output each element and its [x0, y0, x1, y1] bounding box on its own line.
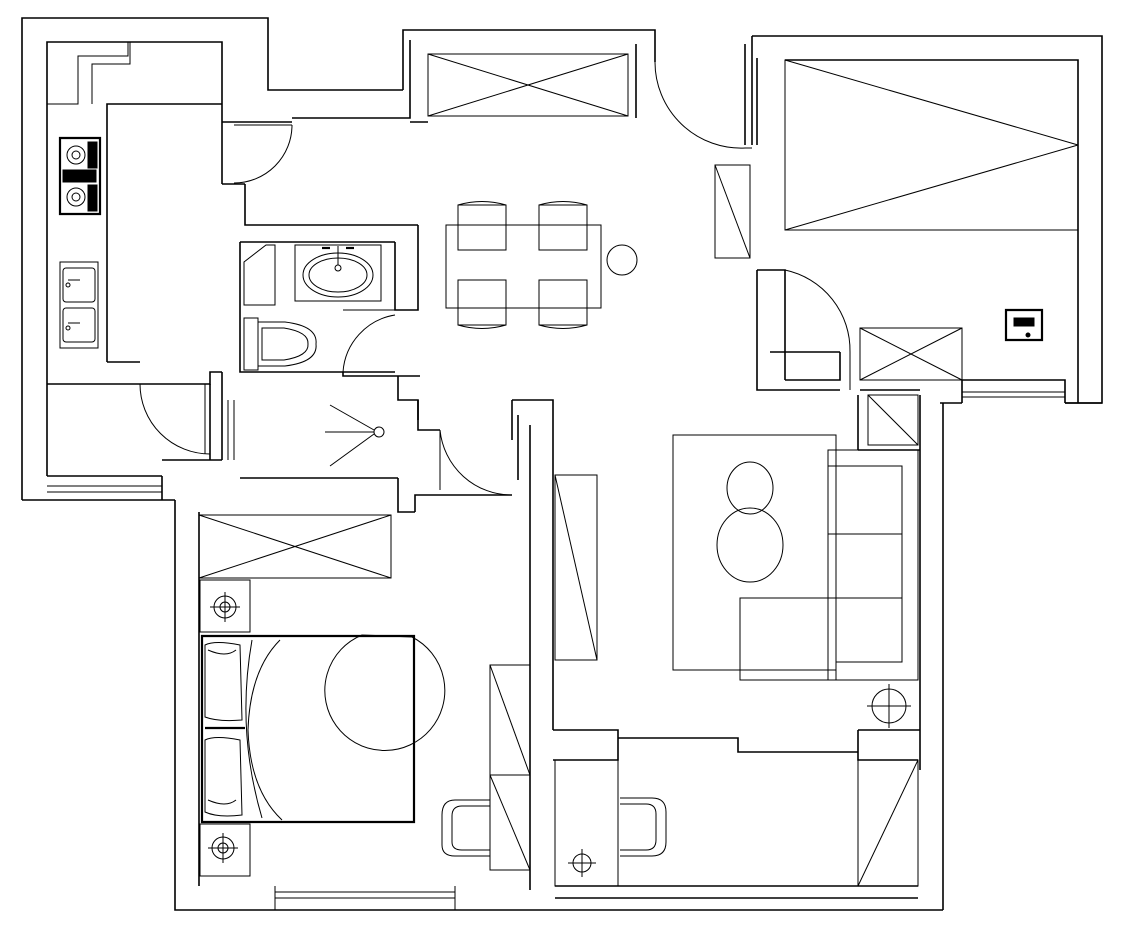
- bathroom-window: [228, 400, 234, 460]
- master-window: [962, 392, 1065, 397]
- bedroom-door: [440, 430, 512, 495]
- door-swing: [325, 635, 445, 750]
- washbasin-icon: [295, 245, 381, 301]
- bedroom-desk-cabinet: [490, 665, 530, 870]
- bedroom-furniture: [200, 580, 490, 876]
- dining-chair: [539, 280, 587, 329]
- tv-cabinet: [555, 475, 597, 660]
- study-cabinet: [858, 760, 918, 886]
- dining-cabinet: [428, 54, 628, 116]
- dining-chair: [458, 202, 506, 251]
- dining-chair: [539, 202, 587, 251]
- master-side-cabinet: [715, 165, 750, 258]
- rug: [673, 435, 836, 670]
- master-door-south: [785, 270, 850, 390]
- entry-door: [234, 125, 292, 183]
- bathroom-fixtures: [244, 245, 384, 466]
- desk-lamp-icon: [568, 849, 596, 877]
- kitchen-door: [140, 362, 210, 454]
- kitchen-sink-icon: [60, 262, 98, 348]
- master-bedroom-furniture: [1006, 310, 1042, 340]
- windows: [47, 392, 1065, 910]
- nightstand-lamp-icon: [200, 580, 250, 632]
- desk-chair: [620, 798, 666, 856]
- kitchen-window: [47, 486, 162, 492]
- master-bed-cabinet: [785, 60, 1078, 230]
- floor-lamp-icon: [867, 684, 911, 728]
- gas-stove-icon: [60, 138, 100, 214]
- dining-table: [446, 225, 601, 308]
- nightstand-lamp-icon: [200, 824, 250, 876]
- kitchen-fixtures: [47, 42, 130, 348]
- dining-chair: [458, 280, 506, 329]
- bed: [202, 636, 414, 822]
- exterior-walls: [22, 18, 1102, 910]
- bathroom-door: [343, 310, 395, 372]
- dining-set: [446, 202, 637, 329]
- bedroom-wardrobe: [199, 515, 391, 578]
- living-corner-cabinet: [868, 395, 918, 445]
- telephone-icon: [1006, 310, 1042, 340]
- master-wardrobe: [860, 328, 962, 380]
- shelf: [244, 245, 275, 305]
- desk-chair: [442, 800, 490, 856]
- sofa: [740, 450, 918, 680]
- bedroom-window: [275, 886, 455, 910]
- study-furniture: [568, 798, 666, 877]
- toilet-icon: [244, 318, 316, 370]
- wardrobes: [199, 54, 1078, 886]
- living-room-furniture: [673, 435, 918, 728]
- shower-icon: [325, 405, 384, 466]
- doors: [140, 62, 850, 495]
- plant-pot: [607, 245, 637, 275]
- coffee-table: [717, 462, 783, 582]
- master-door-north: [655, 62, 752, 148]
- study-desk: [555, 760, 618, 886]
